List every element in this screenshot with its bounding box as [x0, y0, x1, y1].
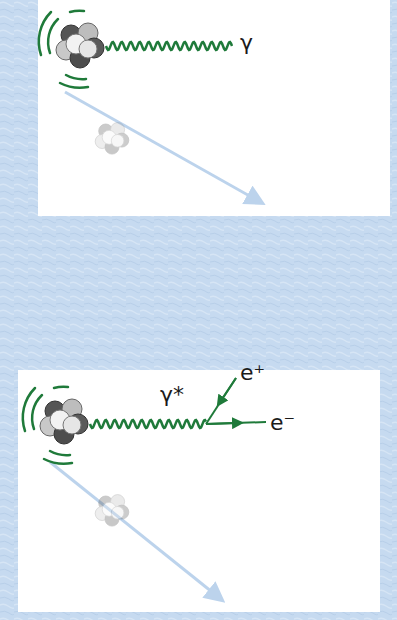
photon-label: γ: [240, 32, 253, 54]
virtual-photon-label: γ*: [160, 384, 184, 406]
positron-label: e⁺: [240, 362, 265, 384]
electron-label: e⁻: [270, 412, 295, 434]
